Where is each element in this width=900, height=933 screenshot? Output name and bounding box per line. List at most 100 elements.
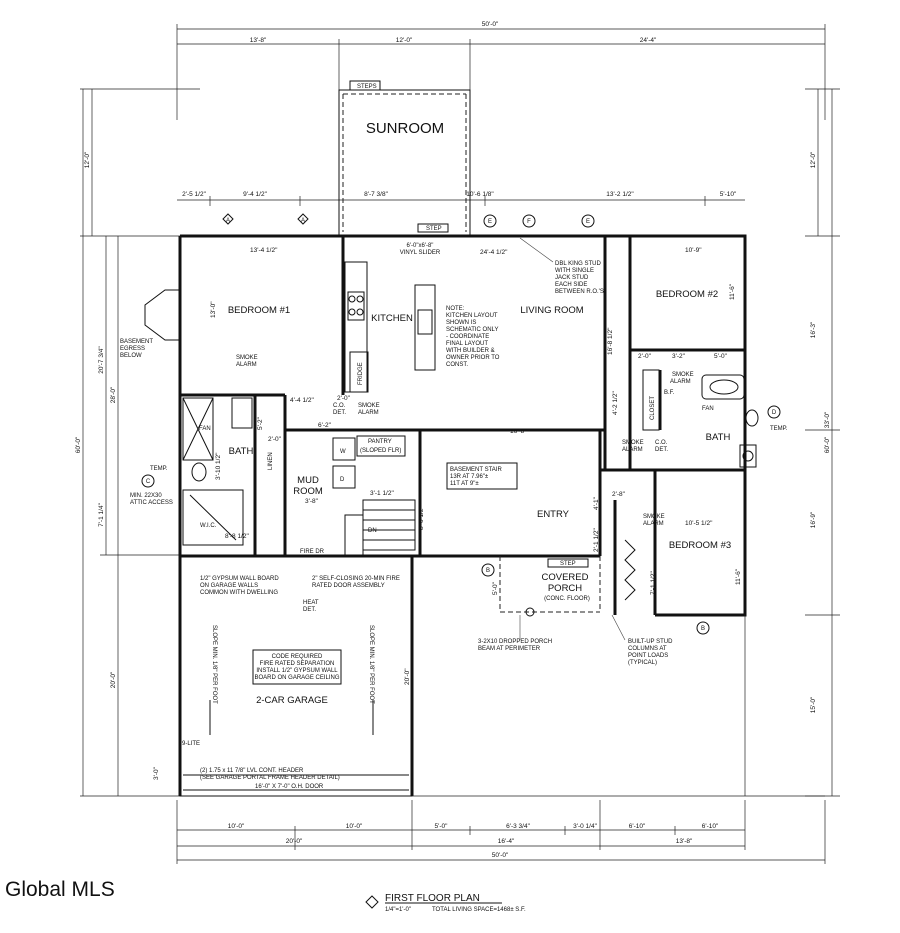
dim-mud-a: 6'-2" — [318, 422, 332, 429]
kitchen-fixtures: FRIDGE NOTE: KITCHEN LAYOUT SHOWN IS SCH… — [344, 261, 500, 393]
dim-stair-b: 8'-0 1/2" — [418, 506, 425, 530]
lvl-2: (SEE GARAGE PORTAL FRAME HEADER DETAIL) — [200, 775, 340, 781]
kitchen-note-8: OWNER PRIOR TO — [446, 355, 500, 361]
marker-e-2-text: E — [586, 219, 590, 225]
slope-left: SLOPE MIN. 1/8" PER FOOT — [211, 625, 217, 704]
dim-right-f: 15'-0" — [810, 696, 817, 713]
dbl-king-5: BETWEEN R.O.'S — [555, 289, 604, 295]
porch-label-3: (CONC. FLOOR) — [544, 596, 590, 602]
smoke-b2-2: ALARM — [670, 379, 691, 385]
title-block: FIRST FLOOR PLAN 1/4"=1'-0" TOTAL LIVING… — [365, 893, 526, 913]
egress-line-1: BASEMENT — [120, 339, 153, 345]
bath1-label: BATH — [229, 446, 254, 457]
dim-bath2-c: 5'-0" — [714, 353, 728, 360]
heat-2: DET. — [303, 607, 316, 613]
grid-markers: A A E F E C D B B — [141, 213, 781, 635]
dim-mud-c: 3'-8" — [305, 498, 319, 505]
bf-label-1: B.F. — [664, 390, 675, 396]
dim-garage-d: 3'-0" — [153, 766, 160, 780]
bath2-area: CLOSET FAN SMOKE ALARM B.F. TEMP. 2'-0" … — [612, 353, 788, 468]
code-2: FIRE RATED SEPARATION — [260, 661, 335, 667]
dim-top2-e: 13'-2 1/2" — [606, 191, 634, 198]
temp-label-2: TEMP. — [770, 426, 788, 432]
dim-bot1-g: 6'-10" — [702, 823, 719, 830]
marker-f-text: F — [527, 219, 531, 225]
watermark-text: Global MLS — [5, 878, 115, 901]
dim-bed3-w: 10'-5 1/2" — [685, 520, 713, 527]
plan-scale: 1/4"=1'-0" — [385, 907, 411, 913]
top-dimensions: 50'-0" 13'-8" 12'-0" 24'-4" 2'-5 1/2" 9'… — [176, 21, 826, 206]
slope-right: SLOPE MIN. 1/8" PER FOOT — [368, 625, 374, 704]
gypsum-3: COMMON WITH DWELLING — [200, 590, 278, 596]
dn-label: DN — [368, 528, 377, 534]
bath1-area: FAN W.I.C. TEMP. MIN. 22X30 ATTIC ACCESS… — [130, 355, 274, 546]
dim-bed3-h: 11'-6" — [735, 568, 742, 585]
fire-dr-label: FIRE DR — [300, 549, 325, 555]
dim-left-b: 20'-7 3/4" — [98, 346, 105, 374]
bath2-label: BATH — [706, 432, 731, 443]
fridge-label: FRIDGE — [358, 362, 364, 385]
dim-kitchen-b: 2'-0" — [337, 395, 351, 402]
dim-left-a: 12'-0" — [84, 151, 91, 168]
dim-bed1-h: 13'-0" — [210, 301, 217, 318]
entry-label: ENTRY — [537, 509, 570, 520]
dim-bot1-c: 5'-0" — [435, 823, 449, 830]
smoke-k-1: SMOKE — [358, 403, 380, 409]
dim-top-24-4: 24'-4" — [640, 37, 657, 44]
dim-right-c: 33'-0" — [824, 411, 831, 428]
porch-beam-2: BEAM AT PERIMETER — [478, 646, 541, 652]
attic-1: MIN. 22X30 — [130, 493, 162, 499]
dim-top-12-0: 12'-0" — [396, 37, 413, 44]
covered-porch: STEP 5'-0" 3-2X10 DROPPED PORCH BEAM AT … — [478, 556, 673, 666]
garage: 1/2" GYPSUM WALL BOARD ON GARAGE WALLS C… — [153, 555, 414, 797]
mud-label-1: MUD — [297, 475, 319, 486]
sunroom-label: SUNROOM — [366, 120, 444, 137]
kitchen-note-4: SCHEMATIC ONLY — [446, 327, 498, 333]
marker-d-text: D — [772, 410, 777, 416]
left-dimensions: 12'-0" 20'-7 3/4" 28'-0" 60'-0" 7'-1 1/4… — [75, 88, 200, 797]
dbl-king-note: DBL KING STUD WITH SINGLE JACK STUD EACH… — [519, 237, 604, 295]
mud-label-2: ROOM — [293, 486, 323, 497]
stud-col-3: POINT LOADS — [628, 653, 668, 659]
kitchen-note-5: - COORDINATE — [446, 334, 489, 340]
smoke-hall-2: ALARM — [622, 447, 643, 453]
self-closing-1: 2" SELF-CLOSING 20-MIN FIRE — [312, 576, 400, 582]
dim-top2-c: 8'-7 3/8" — [364, 191, 388, 198]
egress-line-2: EGRESS — [120, 346, 145, 352]
dim-bath2-a: 2'-0" — [638, 353, 652, 360]
marker-d — [767, 405, 781, 419]
dim-top2-d: 10'-6 1/8" — [466, 191, 494, 198]
dim-bath1-a: 5'-2" — [257, 416, 264, 430]
stud-col-1: BUILT-UP STUD — [628, 639, 673, 645]
stud-col-2: COLUMNS AT — [628, 646, 667, 652]
co-k-2: DET. — [333, 410, 346, 416]
dim-bot1-b: 10'-0" — [346, 823, 363, 830]
stair-note-1: BASEMENT STAIR — [450, 467, 502, 473]
co-k-1: C.O. — [333, 403, 346, 409]
self-closing-2: RATED DOOR ASSEMBLY — [312, 583, 385, 589]
bedroom3-area: SMOKE ALARM 10'-5 1/2" 11'-6" 2'-8" 4'-1… — [593, 491, 742, 601]
smoke-b3-2: ALARM — [643, 521, 664, 527]
dim-right-d: 60'-0" — [824, 436, 831, 453]
dim-bot2-b: 16'-4" — [498, 838, 515, 845]
basement-egress: BASEMENT EGRESS BELOW — [120, 289, 180, 359]
gypsum-1: 1/2" GYPSUM WALL BOARD — [200, 576, 279, 582]
vinyl-slider: VINYL SLIDER — [400, 250, 441, 256]
dim-wic-a: 8'-8 1/2" — [225, 533, 249, 540]
sunroom: STEPS SUNROOM STEP — [338, 80, 471, 237]
code-3: INSTALL 1/2" GYPSUM WALL — [256, 668, 338, 674]
pantry-label-1: PANTRY — [368, 439, 392, 445]
egress-line-3: BELOW — [120, 353, 142, 359]
dim-entry-b: 2'-8" — [612, 491, 626, 498]
marker-e-1-text: E — [488, 219, 492, 225]
co-hall-2: DET. — [655, 447, 668, 453]
gypsum-2: ON GARAGE WALLS — [200, 583, 258, 589]
kitchen-note-9: CONST. — [446, 362, 468, 368]
dim-bot-overall: 50'-0" — [492, 852, 509, 859]
step-label-sunroom: STEP — [426, 226, 442, 232]
steps-label: STEPS — [357, 84, 377, 90]
dim-hall-w: 16'-8" — [510, 428, 527, 435]
living-room-label: LIVING ROOM — [520, 305, 583, 316]
